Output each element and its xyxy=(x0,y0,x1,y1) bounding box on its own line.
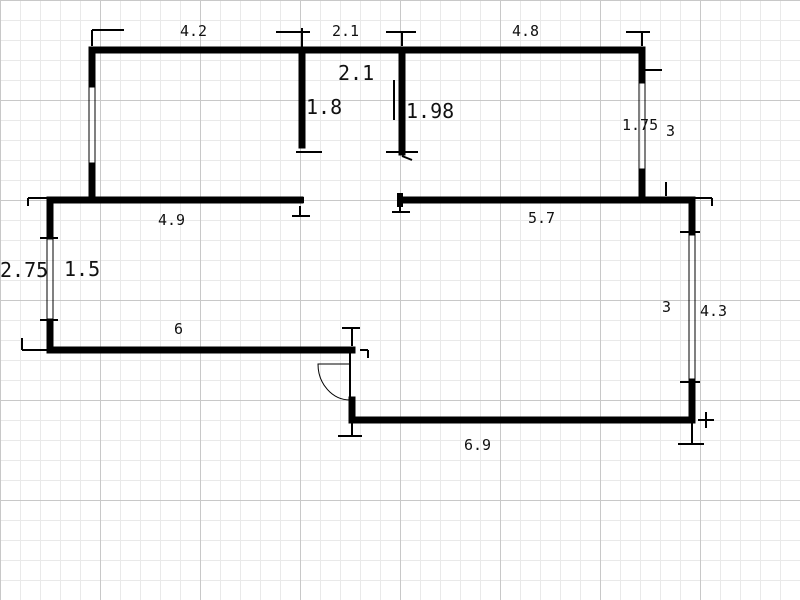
tick-mid-left xyxy=(27,197,310,217)
tick-lower-left xyxy=(21,338,50,351)
tick-right-window xyxy=(665,182,700,383)
tick-inner-left xyxy=(296,46,322,153)
tick-left-window xyxy=(40,237,58,321)
window-upper-left xyxy=(88,83,96,167)
tick-top-right xyxy=(626,31,662,71)
dim-top-middle: 2.1 xyxy=(332,22,359,40)
dim-inner-wall-right: 1.98 xyxy=(406,99,454,123)
dim-lower-left: 6 xyxy=(174,320,183,338)
dim-right-lower-outer: 4.3 xyxy=(700,302,727,320)
door-swing-arc xyxy=(317,363,351,401)
dim-bottom: 6.9 xyxy=(464,436,491,454)
tick-top-mid-a xyxy=(276,28,310,46)
tick-inner-right xyxy=(386,80,418,161)
dim-left-window: 1.5 xyxy=(64,257,100,281)
tick-door-jamb xyxy=(342,327,369,358)
window-right xyxy=(688,231,696,383)
dim-top-middle-inner: 2.1 xyxy=(338,61,374,85)
dim-top-left: 4.2 xyxy=(180,22,207,40)
tick-mid-right xyxy=(392,197,713,213)
window-upper-right xyxy=(638,79,646,173)
dim-mid-right: 5.7 xyxy=(528,209,555,227)
tick-top-mid-b xyxy=(386,31,416,46)
tick-bottom xyxy=(338,412,714,445)
dimension-labels: 4.2 2.1 4.8 2.1 1.8 1.98 1.75 3 4.9 5.7 … xyxy=(0,22,727,454)
dim-top-right: 4.8 xyxy=(512,22,539,40)
window-left xyxy=(46,235,54,323)
dim-left-outer: 2.75 xyxy=(0,258,48,282)
dimension-ticks xyxy=(21,28,714,445)
door-stubs xyxy=(296,193,403,207)
dim-inner-wall-left: 1.8 xyxy=(306,95,342,119)
tick-top-left xyxy=(91,29,124,46)
dim-right-upper: 3 xyxy=(666,122,675,140)
dim-right-lower-inner: 3 xyxy=(662,298,671,316)
windows xyxy=(46,79,696,383)
dim-right-window: 1.75 xyxy=(622,116,658,134)
entry-door xyxy=(317,353,351,401)
walls xyxy=(46,46,696,424)
dim-mid-left: 4.9 xyxy=(158,211,185,229)
